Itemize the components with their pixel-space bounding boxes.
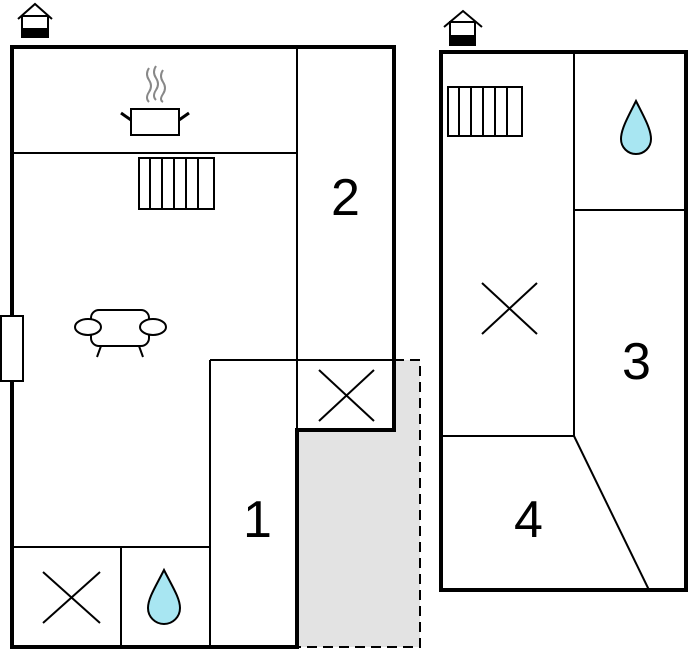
house-entrance-icon [17,2,53,38]
radiator-icon [138,157,215,210]
house-entrance-icon [443,9,483,46]
sofa-icon [74,309,167,358]
outer-wall [439,50,688,592]
terrace-area [297,360,420,647]
wall-divider [573,435,650,591]
water-drop-icon [146,567,182,625]
terrace-outline [297,359,421,648]
water-drop-icon [619,98,653,155]
bed-x-icon [318,369,375,422]
bed-x-icon [42,571,101,624]
upper-floor: 3 4 [439,9,688,592]
room-3-label: 3 [622,333,651,391]
room-1-label: 1 [243,491,272,549]
room-4-label: 4 [514,491,543,549]
window-icon [0,315,24,382]
radiator-icon [447,86,523,137]
bed-x-icon [481,282,538,335]
ground-floor: 2 1 [0,2,421,649]
kitchen-pot-icon [120,65,190,136]
room-2-label: 2 [331,169,360,227]
